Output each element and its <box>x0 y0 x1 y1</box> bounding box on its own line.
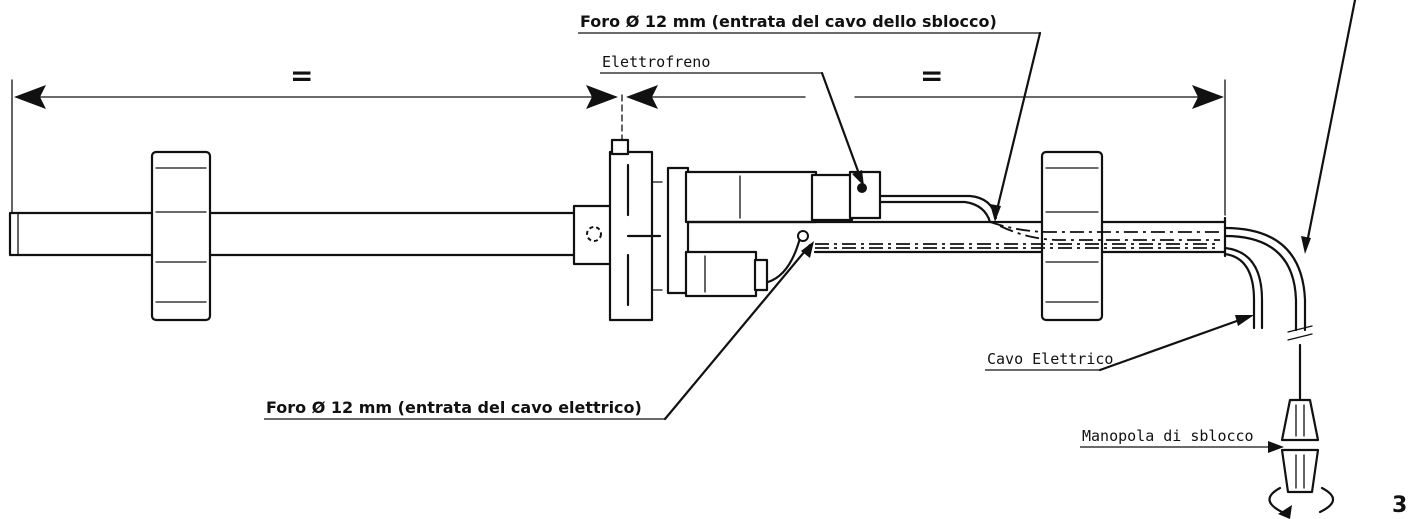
internal-cables <box>815 221 1220 249</box>
figure-number: 3 <box>1392 493 1407 518</box>
label-electric-cable: Cavo Elettrico <box>987 350 1113 368</box>
left-shaft <box>8 211 577 257</box>
rotation-arrow-icon <box>1268 486 1335 519</box>
dimension-equal-left: = <box>290 59 313 92</box>
brake-cable <box>878 194 998 224</box>
motor-flange <box>572 138 663 322</box>
dimension-lines <box>11 79 1226 216</box>
label-release-knob: Manopola di sblocco <box>1082 427 1254 445</box>
left-drum <box>150 150 212 322</box>
motor-body <box>666 166 882 298</box>
release-knob <box>1280 398 1320 494</box>
right-drum <box>1040 150 1104 322</box>
release-cable-out <box>1223 226 1313 402</box>
electric-cable-motor <box>766 230 809 284</box>
dimension-equal-right: = <box>920 59 943 92</box>
label-hole-electric-cable: Foro Ø 12 mm (entrata del cavo elettrico… <box>266 398 642 417</box>
electric-cable-out <box>1223 246 1264 330</box>
motor-tube <box>686 216 1227 258</box>
leader-lines <box>264 0 1357 453</box>
label-hole-release-cable: Foro Ø 12 mm (entrata del cavo dello sbl… <box>580 12 997 31</box>
label-electrobrake: Elettrofreno <box>602 53 710 71</box>
